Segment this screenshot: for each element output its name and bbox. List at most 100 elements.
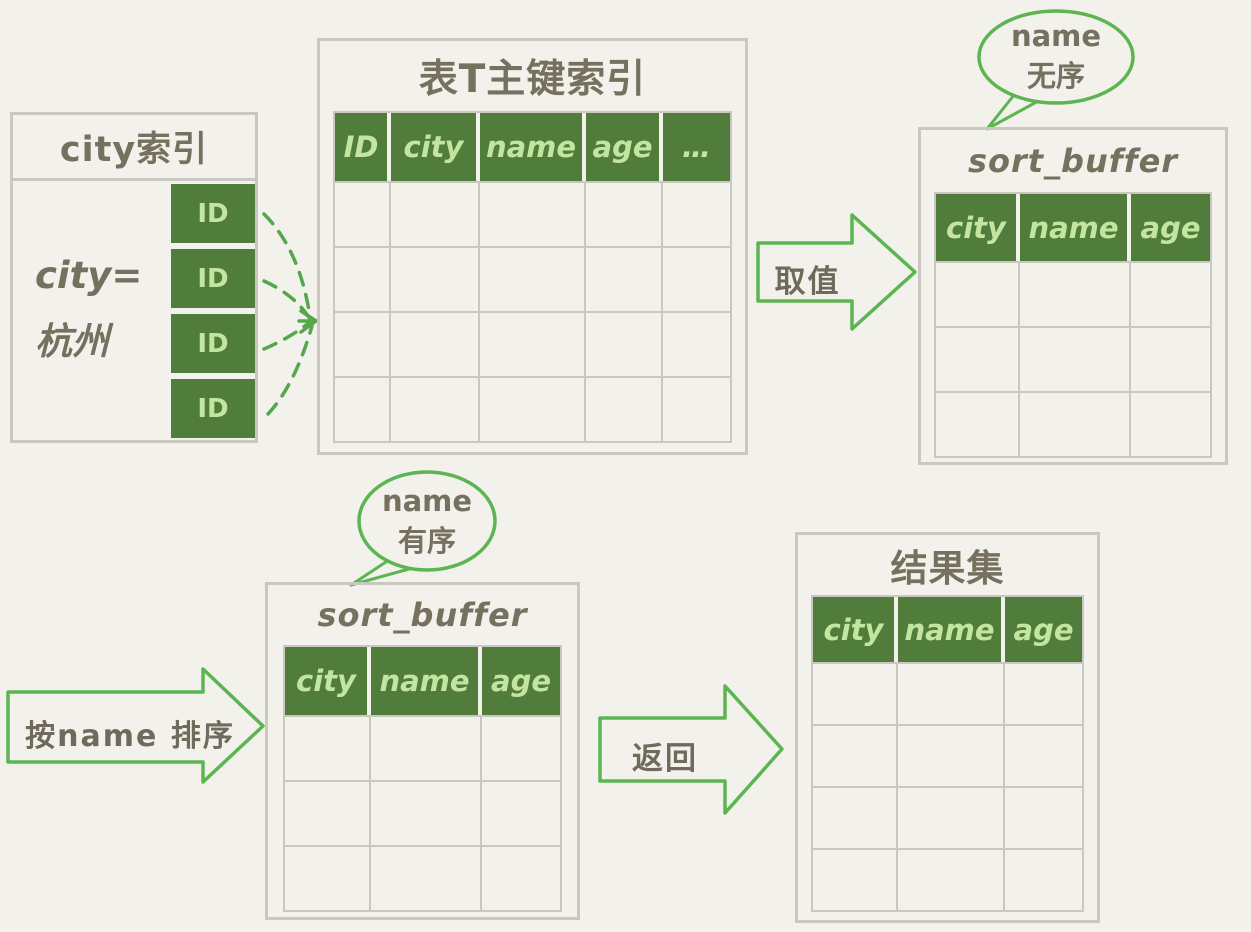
- empty-cell: [391, 376, 480, 441]
- empty-cell: [480, 246, 586, 311]
- empty-cell: [936, 326, 1020, 391]
- empty-cell: [1131, 326, 1210, 391]
- empty-cell: [1005, 786, 1082, 848]
- bubble-ordered-line2: 有序: [397, 524, 456, 558]
- empty-cell: [813, 724, 898, 786]
- empty-cell: [335, 311, 391, 376]
- empty-cell: [391, 311, 480, 376]
- sort-buffer-bottom-title: sort_buffer: [317, 596, 528, 634]
- empty-cell: [480, 311, 586, 376]
- column-header: name: [480, 113, 586, 181]
- empty-cell: [1005, 724, 1082, 786]
- city-condition-line1: city=: [35, 254, 143, 297]
- city-condition-line2: 杭州: [35, 320, 109, 363]
- empty-cell: [663, 246, 730, 311]
- result-set-table: 结果集 city name age: [795, 532, 1100, 923]
- empty-cell: [936, 261, 1020, 326]
- empty-cell: [663, 311, 730, 376]
- empty-cell: [898, 848, 1005, 910]
- empty-cell: [898, 662, 1005, 724]
- empty-cell: [586, 311, 663, 376]
- primary-key-index-title: 表T主键索引: [418, 57, 647, 102]
- empty-cell: [371, 845, 482, 910]
- empty-cell: [1131, 391, 1210, 456]
- bubble-ordered-shape: [349, 470, 497, 587]
- empty-cell: [335, 246, 391, 311]
- primary-key-index-table: 表T主键索引 ID city name age …: [317, 38, 748, 455]
- sort-arrow-label: 按name 排序: [25, 719, 235, 754]
- empty-cell: [586, 376, 663, 441]
- city-index-table: city索引 city= 杭州 ID ID ID ID: [10, 112, 258, 443]
- empty-cell: [335, 376, 391, 441]
- column-header: …: [663, 113, 730, 181]
- column-header: city: [285, 647, 371, 715]
- city-condition-label: city= 杭州: [35, 243, 142, 375]
- empty-cell: [480, 376, 586, 441]
- empty-cell: [813, 848, 898, 910]
- empty-cell: [898, 724, 1005, 786]
- bubble-unordered-shape: [977, 9, 1135, 131]
- sort-buffer-bottom-grid: city name age: [283, 645, 562, 912]
- empty-cell: [482, 715, 560, 780]
- empty-cell: [480, 181, 586, 246]
- empty-cell: [285, 780, 371, 845]
- empty-cell: [1020, 261, 1131, 326]
- id-cell-stack: ID ID ID ID: [171, 184, 255, 438]
- empty-cell: [1005, 662, 1082, 724]
- city-index-title: city索引: [13, 115, 255, 181]
- dashed-arrowhead-icon: [297, 309, 318, 334]
- column-header: age: [1131, 194, 1210, 261]
- empty-cell: [391, 246, 480, 311]
- column-header: name: [898, 597, 1005, 662]
- sort-buffer-top-table: sort_buffer city name age: [918, 127, 1228, 465]
- column-header: age: [482, 647, 560, 715]
- empty-cell: [663, 181, 730, 246]
- fetch-arrow-shape: [756, 213, 917, 331]
- dashed-line-4: [266, 324, 314, 416]
- column-header: name: [371, 647, 482, 715]
- empty-cell: [1020, 326, 1131, 391]
- empty-cell: [586, 181, 663, 246]
- empty-cell: [371, 780, 482, 845]
- sort-buffer-top-grid: city name age: [934, 192, 1212, 458]
- empty-cell: [813, 786, 898, 848]
- column-header: age: [1005, 597, 1082, 662]
- empty-cell: [1131, 261, 1210, 326]
- bubble-unordered-line1: name: [1010, 19, 1102, 53]
- bubble-ordered-line1: name: [381, 484, 473, 518]
- empty-cell: [586, 246, 663, 311]
- id-cell: ID: [171, 249, 255, 308]
- sort-arrow-shape: [6, 667, 265, 784]
- column-header: name: [1020, 194, 1131, 261]
- column-header: age: [586, 113, 663, 181]
- column-header: city: [813, 597, 898, 662]
- dashed-line-1: [262, 212, 312, 319]
- column-header: city: [391, 113, 480, 181]
- empty-cell: [285, 845, 371, 910]
- column-header: ID: [335, 113, 391, 181]
- empty-cell: [813, 662, 898, 724]
- fetch-arrow-label: 取值: [774, 264, 841, 300]
- empty-cell: [482, 780, 560, 845]
- bubble-unordered-label: name 无序: [980, 16, 1132, 96]
- column-header: city: [936, 194, 1020, 261]
- empty-cell: [1005, 848, 1082, 910]
- sort-buffer-bottom-table: sort_buffer city name age: [265, 582, 580, 920]
- empty-cell: [371, 715, 482, 780]
- primary-key-index-grid: ID city name age …: [333, 111, 732, 443]
- sort-buffer-top-title: sort_buffer: [967, 142, 1179, 180]
- id-cell: ID: [171, 184, 255, 243]
- empty-cell: [898, 786, 1005, 848]
- empty-cell: [936, 391, 1020, 456]
- dashed-line-3: [262, 320, 312, 351]
- result-set-title: 结果集: [890, 547, 1005, 590]
- empty-cell: [335, 181, 391, 246]
- empty-cell: [391, 181, 480, 246]
- empty-cell: [285, 715, 371, 780]
- bubble-unordered-line2: 无序: [1026, 59, 1085, 93]
- empty-cell: [482, 845, 560, 910]
- empty-cell: [1020, 391, 1131, 456]
- result-set-grid: city name age: [811, 595, 1084, 912]
